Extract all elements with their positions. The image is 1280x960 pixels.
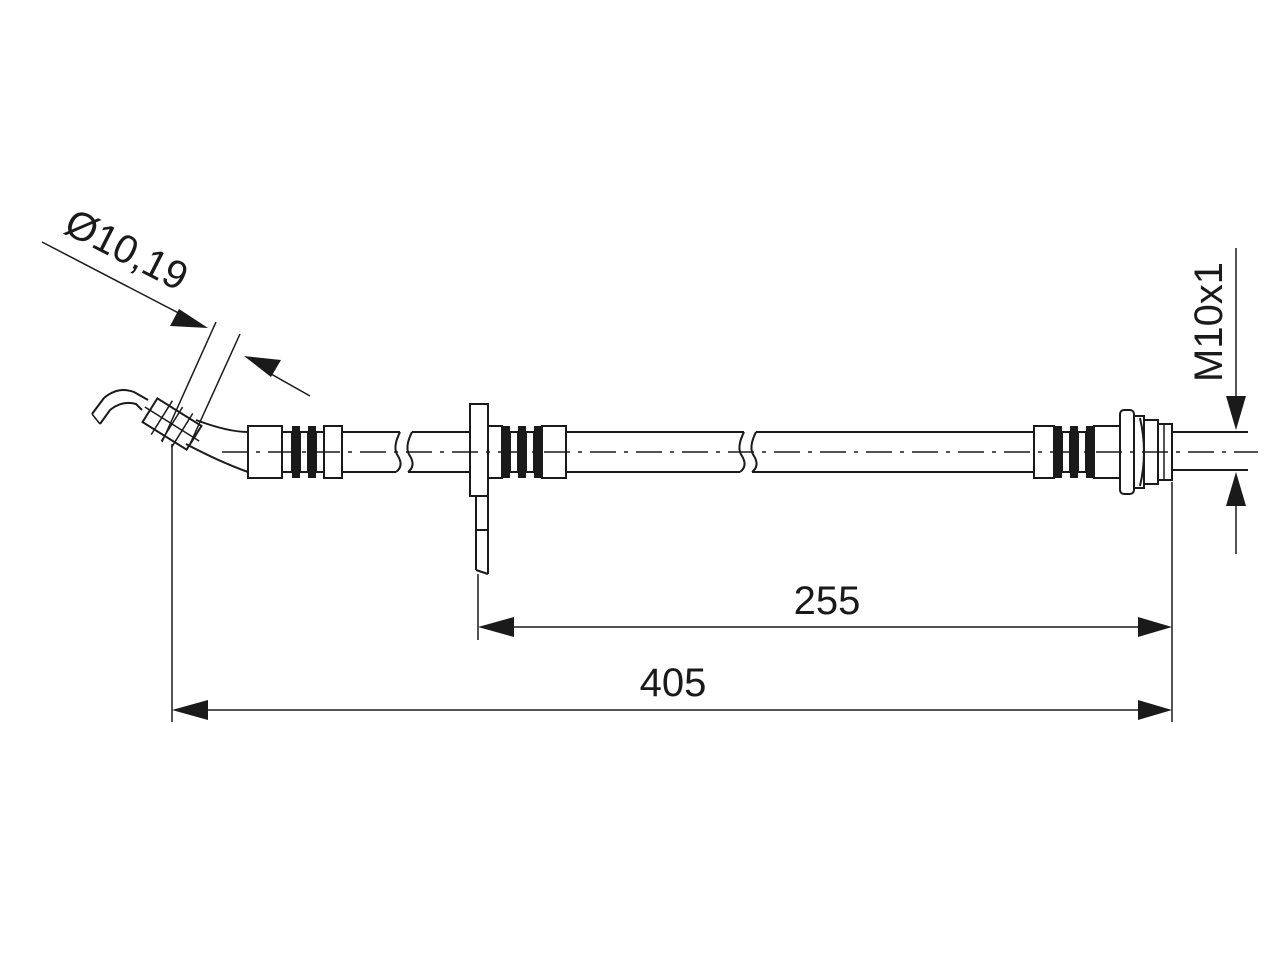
total-length-label: 405: [640, 661, 707, 705]
bracket-length-label: 255: [794, 579, 861, 623]
diameter-label: Ø10,19: [58, 201, 195, 300]
left-banjo-fitting: [91, 389, 249, 473]
diameter-dimension: Ø10,19: [41, 201, 311, 445]
thread-label: M10x1: [1187, 262, 1231, 382]
right-threaded-fitting: [1119, 409, 1248, 495]
mounting-bracket: [469, 403, 489, 575]
extension-lines: [171, 444, 1173, 722]
thread-dimension: M10x1: [1187, 248, 1246, 554]
hose-segment-2: [566, 431, 1034, 473]
total-length-dimension: 405: [172, 661, 1172, 720]
bracket-length-dimension: 255: [478, 579, 1172, 637]
hose-segment-1: [342, 431, 470, 473]
